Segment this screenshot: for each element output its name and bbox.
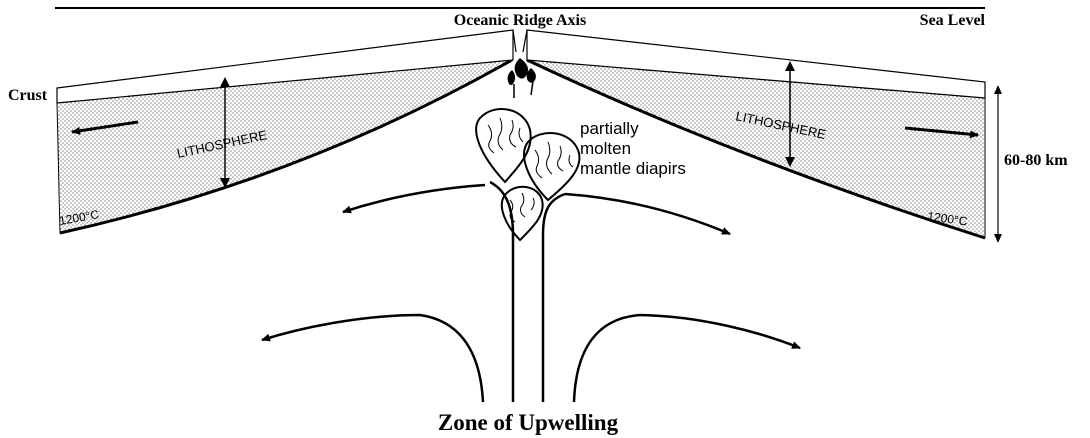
magma-droplets [508, 58, 536, 98]
upwelling-column-left [490, 182, 513, 402]
diapirs-label-line3: mantle diapirs [580, 159, 686, 178]
diapirs-label-line1: partially [580, 119, 639, 138]
sea-level-label: Sea Level [920, 12, 986, 29]
ridge-axis-label: Oceanic Ridge Axis [454, 12, 586, 29]
diapir-upper [476, 109, 531, 182]
upwelling-column-right [543, 194, 565, 402]
upwelling-label: Zone of Upwelling [438, 410, 619, 435]
ridge-axis-gap [513, 30, 527, 52]
diapir-lower [502, 187, 543, 240]
flow-arrow-lower-left [262, 315, 483, 402]
depth-label: 60-80 km [1004, 152, 1068, 169]
diapirs-label-line2: molten [580, 139, 631, 158]
diapir-right [524, 133, 579, 200]
flow-arrow-lower-right [574, 315, 800, 402]
flow-arrow-upper-right [565, 194, 730, 234]
flow-arrow-upper-left [343, 185, 485, 212]
crust-label: Crust [8, 87, 48, 104]
depth-scale-arrow [994, 85, 1002, 243]
